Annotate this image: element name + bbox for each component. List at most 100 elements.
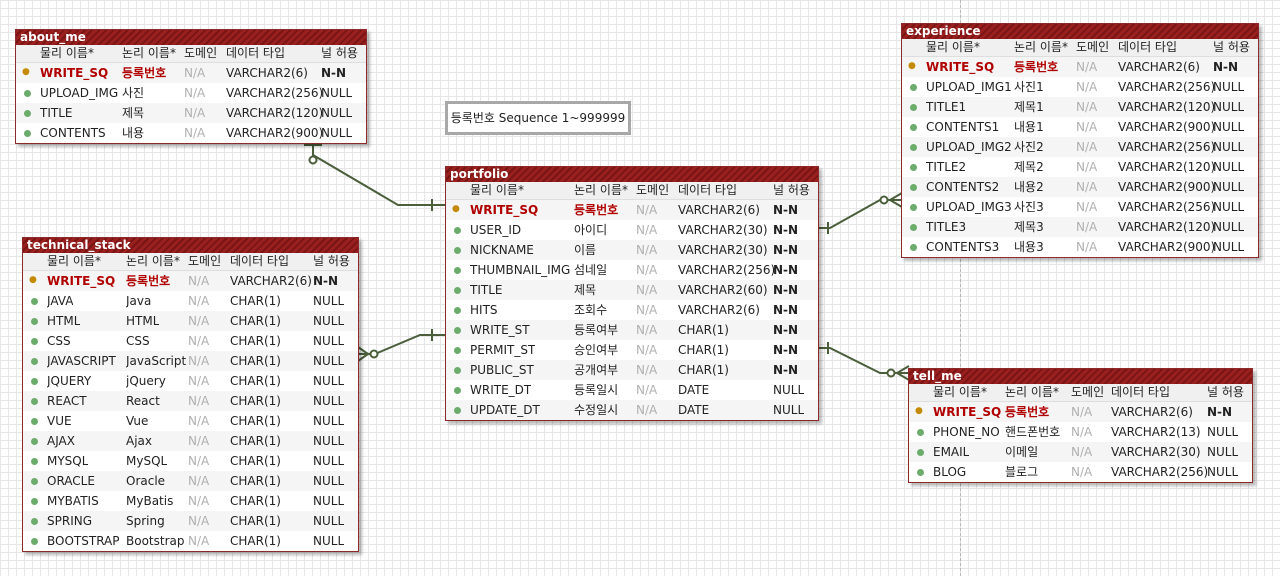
relationship-about-me-portfolio[interactable] [304, 144, 446, 211]
cell-dom: N/A [1071, 445, 1093, 459]
cell-dom: N/A [1076, 80, 1098, 94]
column-header-log: 논리 이름* [122, 46, 176, 60]
relationship-portfolio-experience[interactable] [818, 192, 903, 234]
cell-dom: N/A [188, 334, 210, 348]
cell-type: VARCHAR2(900) [226, 126, 324, 140]
cell-type: VARCHAR2(6) [226, 66, 308, 80]
cell-type: CHAR(1) [230, 354, 281, 368]
cell-log: 내용3 [1014, 240, 1044, 254]
attribute-icon [31, 438, 38, 445]
entity-title: tell_me [909, 369, 1252, 384]
attribute-icon [31, 518, 38, 525]
column-header-nul: 널 허용 [313, 254, 350, 268]
cell-nul: NULL [313, 354, 345, 368]
cell-dom: N/A [1071, 405, 1093, 419]
cell-log: MyBatis [126, 494, 174, 508]
attribute-icon [24, 90, 31, 97]
cell-log: 사진1 [1014, 80, 1044, 94]
column-header-phys: 물리 이름* [47, 254, 101, 268]
cell-dom: N/A [636, 243, 658, 257]
cell-phys: TITLE3 [926, 220, 967, 234]
cell-type: CHAR(1) [230, 374, 281, 388]
attribute-icon [31, 298, 38, 305]
relationship-portfolio-tell-me[interactable] [818, 342, 910, 381]
cell-log: 조회수 [574, 303, 608, 317]
cell-nul: NULL [321, 126, 353, 140]
cell-dom: N/A [1076, 100, 1098, 114]
column-header-log: 논리 이름* [1014, 40, 1068, 54]
cell-nul: NULL [1213, 100, 1245, 114]
cell-dom: N/A [188, 514, 210, 528]
cell-log: 제목 [574, 283, 597, 297]
cell-dom: N/A [1076, 140, 1098, 154]
attribute-icon [910, 224, 917, 231]
column-header-type: 데이터 타입 [1111, 385, 1171, 399]
entity-title: about_me [16, 30, 366, 45]
cell-type: CHAR(1) [230, 314, 281, 328]
relationship-portfolio-technical-stack[interactable] [357, 329, 446, 362]
cell-log: 블로그 [1005, 465, 1039, 479]
sequence-note[interactable]: 등록번호 Sequence 1~999999 [445, 101, 631, 135]
attribute-icon [31, 318, 38, 325]
column-header-phys: 물리 이름* [926, 40, 980, 54]
cell-phys: JAVASCRIPT [47, 354, 116, 368]
cell-log: JavaScript [126, 354, 187, 368]
column-header-phys: 물리 이름* [470, 183, 524, 197]
entity-body: WRITE_SQ등록번호N/AVARCHAR2(6)N-NJAVAJavaN/A… [23, 271, 358, 551]
cell-phys: CONTENTS [40, 126, 106, 140]
cell-phys: UPDATE_DT [470, 403, 540, 417]
cell-type: VARCHAR2(6) [1111, 405, 1193, 419]
cell-type: VARCHAR2(30) [678, 243, 768, 257]
column-header-log: 논리 이름* [126, 254, 180, 268]
